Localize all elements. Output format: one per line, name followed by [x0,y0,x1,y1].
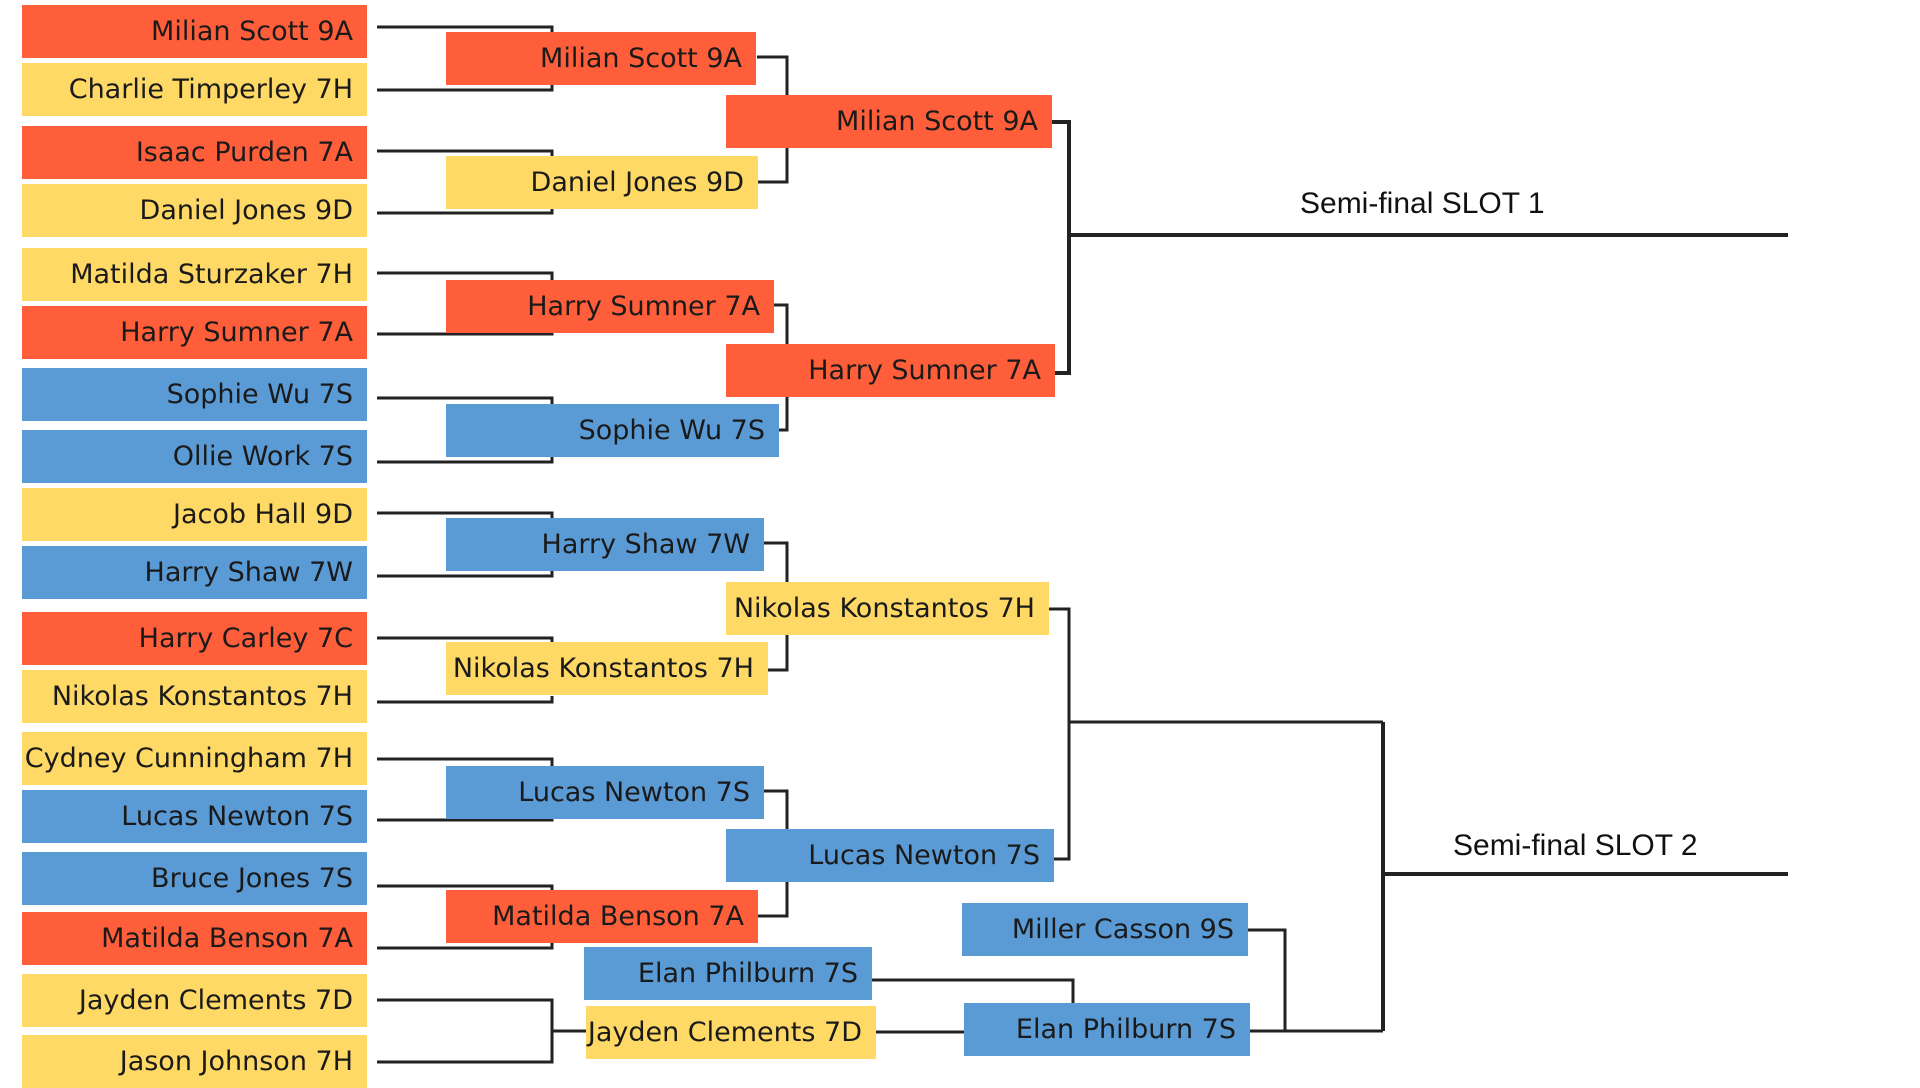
round1-entry-2: Charlie Timperley 7H [22,63,367,116]
round1-entry-10: Harry Shaw 7W [22,546,367,599]
round1-entry-8: Ollie Work 7S [22,430,367,483]
semi-final-slot-2-label: Semi-final SLOT 2 [1453,829,1698,862]
round1-entry-14: Lucas Newton 7S [22,790,367,843]
connector-line [377,998,586,1064]
connector-line [377,884,554,950]
round1-entry-16: Matilda Benson 7A [22,912,367,965]
round2-entry-3: Harry Sumner 7A [446,280,774,333]
round3-entry-4: Lucas Newton 7S [726,829,1054,882]
round1-entry-9: Jacob Hall 9D [22,488,367,541]
round2-entry-1: Milian Scott 9A [446,32,756,85]
round1-entry-12: Nikolas Konstantos 7H [22,670,367,723]
round1-entry-7: Sophie Wu 7S [22,368,367,421]
round1-entry-3: Isaac Purden 7A [22,126,367,179]
round3-entry-1: Milian Scott 9A [726,95,1052,148]
round2-entry-5: Harry Shaw 7W [446,518,764,571]
connector-line [1052,120,1788,375]
round3-entry-3: Nikolas Konstantos 7H [726,582,1049,635]
round1-entry-4: Daniel Jones 9D [22,184,367,237]
connector-line [1049,607,1383,861]
round2-entry-8: Matilda Benson 7A [446,890,758,943]
round3-entry-5: Miller Casson 9S [962,903,1248,956]
connector-line [872,978,1075,1003]
connector-line [377,25,554,92]
round2-entry-2: Daniel Jones 9D [446,156,758,209]
round2-entry-7: Lucas Newton 7S [446,766,764,819]
round2-entry-6: Nikolas Konstantos 7H [446,642,768,695]
round1-entry-1: Milian Scott 9A [22,5,367,58]
semi-final-slot-1-label: Semi-final SLOT 1 [1300,187,1545,220]
round2-entry-10: Jayden Clements 7D [586,1006,876,1059]
round1-entry-17: Jayden Clements 7D [22,974,367,1027]
round1-entry-6: Harry Sumner 7A [22,306,367,359]
round1-entry-15: Bruce Jones 7S [22,852,367,905]
round2-entry-4: Sophie Wu 7S [446,404,779,457]
round1-entry-11: Harry Carley 7C [22,612,367,665]
round1-entry-5: Matilda Sturzaker 7H [22,248,367,301]
round3-entry-2: Harry Sumner 7A [726,344,1055,397]
connector-line [1248,928,1383,1033]
round2-entry-9: Elan Philburn 7S [584,947,872,1000]
connector-line [377,396,554,464]
round1-entry-13: Cydney Cunningham 7H [22,732,367,785]
connector-line [1381,722,1788,1031]
connector-line [377,511,554,578]
round3-entry-6: Elan Philburn 7S [964,1003,1250,1056]
round1-entry-18: Jason Johnson 7H [22,1035,367,1088]
connector-line [377,149,554,215]
